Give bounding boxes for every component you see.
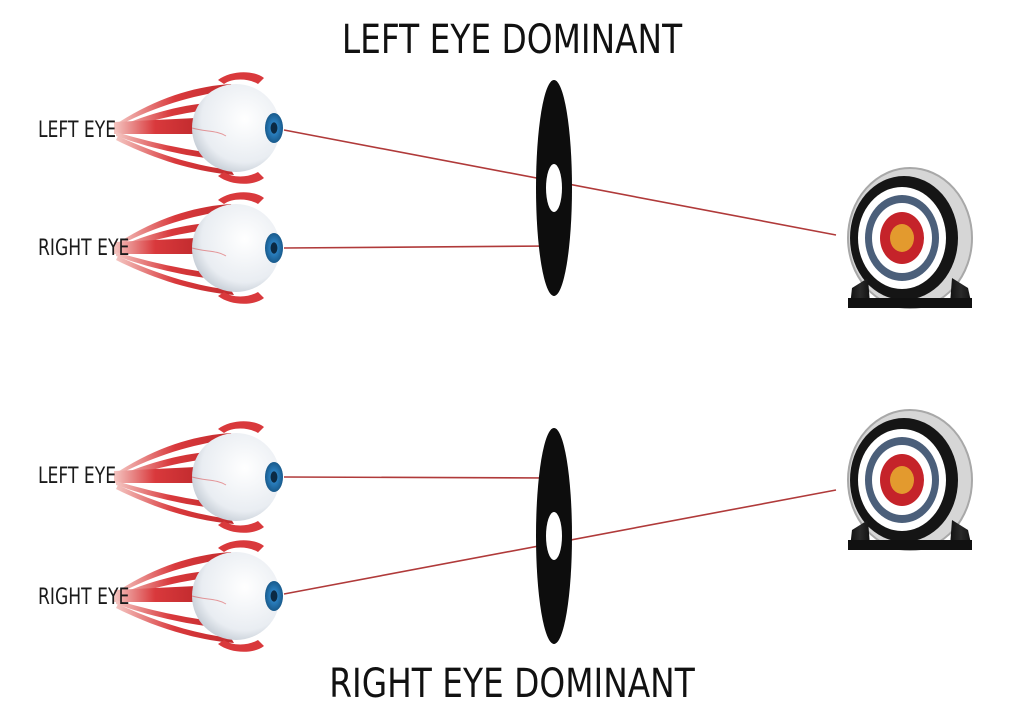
archery-target-icon [847, 167, 973, 309]
card-with-hole-icon [536, 428, 572, 644]
eyeball-icon [113, 420, 284, 534]
label-right-eye-top: RIGHT EYE [38, 236, 130, 261]
label-left-eye-top: LEFT EYE [38, 118, 117, 143]
panel-left-eye-dominant [113, 71, 973, 309]
eyeball-icon [113, 71, 284, 185]
panel-right-eye-dominant [113, 409, 973, 653]
eyeball-icon [113, 191, 284, 305]
card-with-hole-icon [536, 80, 572, 296]
sight-line-right-eye-to-card [283, 245, 553, 249]
archery-target-icon [847, 409, 973, 551]
sight-line-left-eye-to-card [283, 476, 553, 479]
title-right-eye-dominant: RIGHT EYE DOMINANT [329, 661, 695, 707]
title-left-eye-dominant: LEFT EYE DOMINANT [341, 17, 683, 63]
eyeball-icon [113, 539, 284, 653]
label-left-eye-bottom: LEFT EYE [38, 464, 117, 489]
label-right-eye-bottom: RIGHT EYE [38, 585, 130, 610]
